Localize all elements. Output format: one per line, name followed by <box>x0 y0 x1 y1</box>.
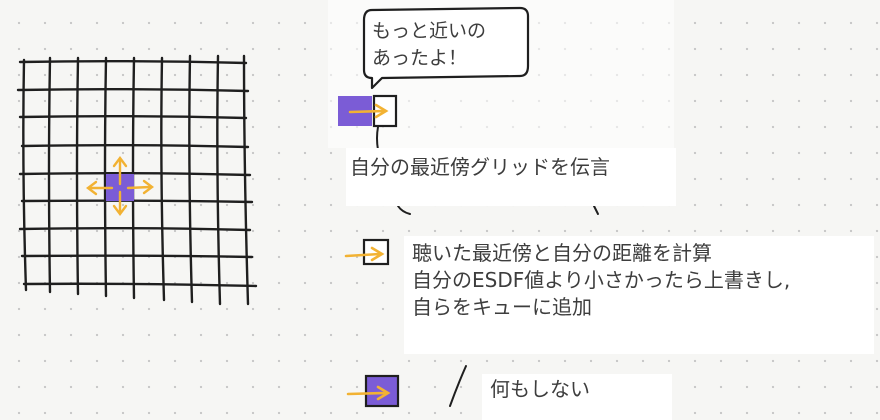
arrow-icon <box>346 385 391 401</box>
speech-bubble-text: もっと近いの あったよ！ <box>372 18 486 72</box>
filled-cell-icon <box>364 374 400 408</box>
step-propagate-label: 自分の最近傍グリッドを伝言 <box>346 148 676 206</box>
arrow-icon <box>86 156 154 216</box>
step-compute-label: 聴いた最近傍と自分の距離を計算 自分のESDF値より小さかったら上書きし, 自ら… <box>404 236 874 354</box>
speech-bubble-icon <box>362 6 530 90</box>
step-compute-line3: 自らをキューに追加 <box>412 295 592 319</box>
grid-icon <box>16 54 258 306</box>
arrow-icon <box>348 103 389 119</box>
empty-cell-icon <box>362 238 390 266</box>
step-nothing-label: 何もしない <box>482 374 672 420</box>
step-compute-line1: 聴いた最近傍と自分の距離を計算 <box>412 241 712 265</box>
arrow-icon <box>344 246 385 262</box>
speech-bubble-line2: あったよ！ <box>372 47 468 69</box>
speech-bubble-line1: もっと近いの <box>372 20 487 42</box>
step-compute-line2: 自分のESDF値より小さかったら上書きし, <box>412 268 791 292</box>
